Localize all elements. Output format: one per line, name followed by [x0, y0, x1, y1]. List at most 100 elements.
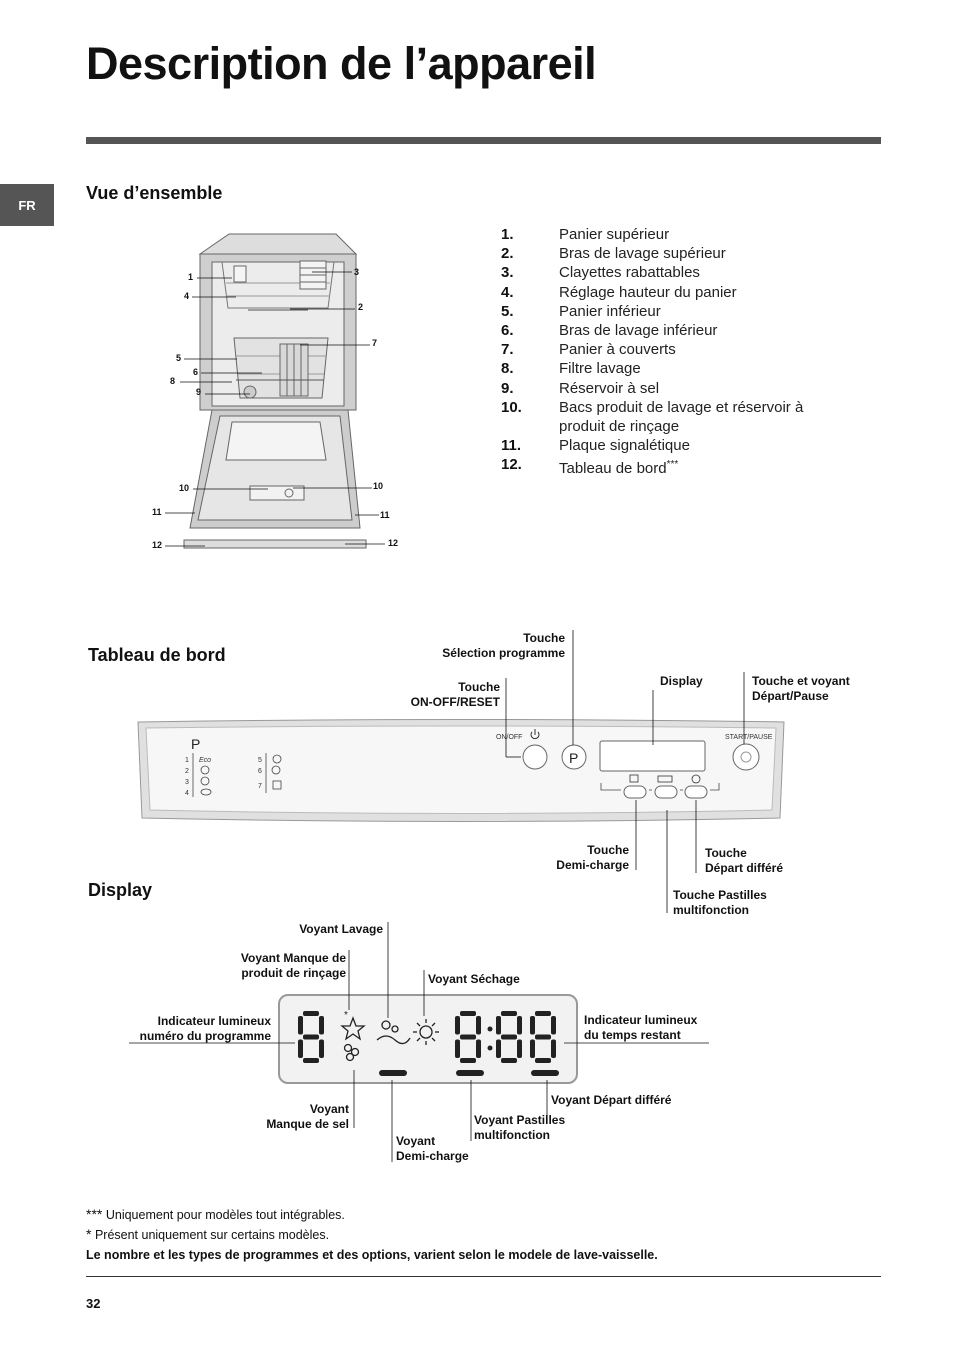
- delay-button[interactable]: [684, 785, 708, 799]
- svg-text:1: 1: [185, 757, 189, 764]
- list-item: 2.Bras de lavage supérieur: [501, 245, 726, 263]
- list-item: 6.Bras de lavage inférieur: [501, 322, 718, 340]
- callout-12: 12: [152, 540, 162, 550]
- language-tab: FR: [0, 184, 54, 226]
- panel-leader-lines: [505, 630, 745, 913]
- digit-segment: [530, 1016, 535, 1035]
- digit-segment: [496, 1016, 501, 1035]
- power-icon: [530, 729, 540, 740]
- digit-segment: [319, 1016, 324, 1035]
- footnote-1: *** Uniquement pour modèles tout intégra…: [86, 1206, 345, 1222]
- callout-9: 9: [196, 387, 201, 397]
- half-load-button[interactable]: [623, 785, 647, 799]
- tablets-icon: [657, 775, 673, 783]
- svg-text:3: 3: [185, 779, 189, 786]
- bottom-divider: [86, 1276, 881, 1277]
- list-item: 4.Réglage hauteur du panier: [501, 283, 737, 301]
- footnote-3: Le nombre et les types de programmes et …: [86, 1248, 658, 1262]
- callout-11b: 11: [380, 510, 390, 520]
- list-item: 8.Filtre lavage: [501, 360, 641, 378]
- rinse-aid-icon: [340, 1016, 366, 1041]
- start-pause-print: START/PAUSE: [725, 734, 773, 741]
- display-leader-lines: [129, 922, 709, 1162]
- svg-text:5: 5: [258, 757, 262, 764]
- callout-4: 4: [184, 291, 189, 301]
- display-label: Display: [660, 674, 703, 688]
- tablets-indicator: [456, 1070, 484, 1076]
- digit-segment: [460, 1034, 476, 1040]
- drying-icon: [413, 1019, 439, 1045]
- control-panel-heading: Tableau de bord: [88, 645, 226, 665]
- callout-1: 1: [188, 272, 193, 282]
- dishwasher-illustration: [183, 233, 367, 549]
- control-panel-illustration: P 1 2 3 4 5 6 7 Eco ON/OFF START/PAUSE P: [137, 719, 785, 822]
- delay-indicator: [531, 1070, 559, 1076]
- half-load-icon: [629, 774, 639, 783]
- delay-indicator-label: Voyant Départ différé: [551, 1093, 672, 1107]
- eco-label: Eco: [199, 757, 211, 764]
- svg-text:2: 2: [185, 768, 189, 775]
- clock-icon: [691, 774, 701, 784]
- half-load-indicator: [379, 1070, 407, 1076]
- list-item: 5.Panier inférieur: [501, 302, 661, 320]
- digit-segment: [460, 1011, 476, 1016]
- digit-segment: [303, 1058, 319, 1063]
- digit-segment: [476, 1016, 481, 1035]
- on-off-button[interactable]: [522, 744, 548, 770]
- display-illustration: *: [278, 994, 578, 1084]
- program-button[interactable]: [561, 744, 587, 770]
- digit-segment: [501, 1034, 517, 1040]
- wash-icon: [376, 1020, 411, 1045]
- list-item: 11.Plaque signalétique: [501, 437, 690, 455]
- overview-heading: Vue d’ensemble: [86, 183, 223, 203]
- svg-text:4: 4: [185, 790, 189, 797]
- list-item: 10.Bacs produit de lavage et réservoir à…: [501, 398, 804, 436]
- seven-segment-digits: [298, 1011, 556, 1063]
- start-pause-button[interactable]: [732, 743, 760, 771]
- digit-segment: [551, 1039, 556, 1058]
- svg-text:6: 6: [258, 768, 262, 775]
- display-heading: Display: [88, 880, 153, 900]
- list-item: 1.Panier supérieur: [501, 226, 670, 243]
- callout-12b: 12: [388, 538, 398, 548]
- page-title: Description de l’appareil: [86, 38, 597, 89]
- digit-segment: [455, 1039, 460, 1058]
- panel-p-label: P: [191, 736, 200, 752]
- callout-numbers: 1 2 3 4 5 6 7 8 9 10 10 11 11 12 12: [152, 267, 398, 550]
- digit-segment: [501, 1058, 517, 1063]
- display-window: [599, 740, 706, 772]
- title-divider: [86, 137, 881, 144]
- digit-segment: [517, 1039, 522, 1058]
- digit-segment: [460, 1058, 476, 1063]
- digit-segment: [303, 1034, 319, 1040]
- digit-segment: [455, 1016, 460, 1035]
- list-item: 7.Panier à couverts: [501, 341, 676, 359]
- digit-segment: [535, 1034, 551, 1040]
- tablets-button[interactable]: [654, 785, 678, 799]
- digit-segment: [298, 1039, 303, 1058]
- digit-segment: [535, 1011, 551, 1016]
- callout-5: 5: [176, 353, 181, 363]
- callout-8: 8: [170, 376, 175, 386]
- digit-segment: [551, 1016, 556, 1035]
- digit-segment: [298, 1016, 303, 1035]
- digit-segment: [303, 1011, 319, 1016]
- asterisk-mark: *: [344, 1010, 348, 1021]
- drying-label: Voyant Séchage: [428, 972, 520, 986]
- callout-10b: 10: [373, 481, 383, 491]
- wash-label: Voyant Lavage: [299, 922, 383, 936]
- digit-segment: [496, 1039, 501, 1058]
- parts-list: 1.Panier supérieur 2.Bras de lavage supé…: [501, 225, 831, 479]
- footnote-2: * Présent uniquement sur certains modèle…: [86, 1226, 330, 1242]
- list-item: 3.Clayettes rabattables: [501, 264, 700, 282]
- digit-segment: [319, 1039, 324, 1058]
